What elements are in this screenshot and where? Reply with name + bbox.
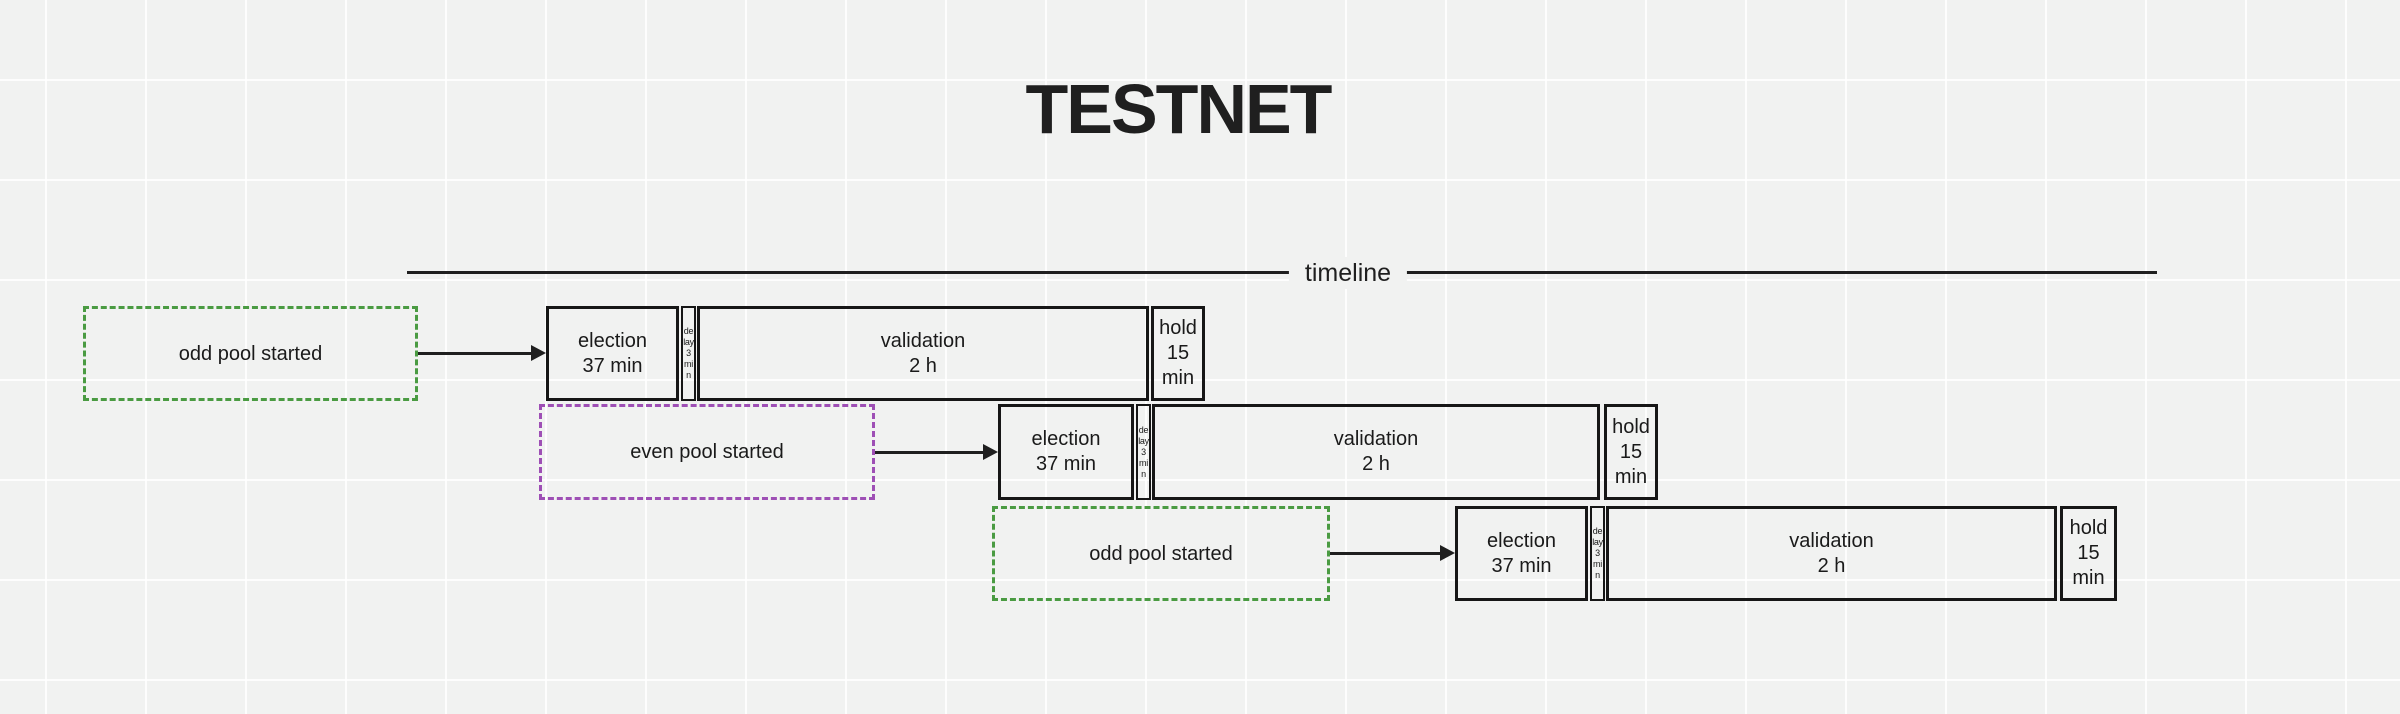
phase-election-row2: election 37 min (998, 404, 1134, 500)
phase-duration: 37 min (1491, 554, 1552, 577)
phase-title: delay 3 min (1138, 424, 1149, 479)
trigger-label: even pool started (630, 441, 784, 463)
phase-duration: 2 h (909, 354, 937, 377)
phase-title: hold (1612, 415, 1650, 438)
arrow-shaft (875, 450, 983, 454)
phase-delay-row3: delay 3 min (1590, 506, 1605, 601)
phase-title: validation (1789, 529, 1874, 552)
diagram-title: TESTNET (1025, 70, 1333, 148)
phase-hold-row2: hold 15 min (1604, 404, 1658, 500)
arrow-row3 (1330, 545, 1455, 561)
phase-delay-row2: delay 3 min (1136, 404, 1151, 500)
timeline-axis (407, 271, 2157, 274)
arrowhead-icon (531, 345, 546, 361)
phase-title: validation (1333, 428, 1419, 450)
phase-title: election (1487, 529, 1556, 552)
phase-hold-row1: hold 15 min (1151, 306, 1205, 401)
trigger-label: odd pool started (1089, 542, 1233, 565)
trigger-label: odd pool started (178, 342, 323, 365)
arrow-row2 (875, 444, 998, 460)
trigger-odd-pool-row1: odd pool started (83, 306, 418, 401)
phase-validation-row3: validation 2 h (1606, 506, 2057, 601)
phase-duration: 15 min (1161, 342, 1195, 389)
phase-validation-row2: validation 2 h (1152, 404, 1600, 500)
phase-title: hold (1159, 317, 1197, 339)
arrowhead-icon (1440, 545, 1455, 561)
phase-title: delay 3 min (1592, 526, 1603, 580)
phase-duration: 37 min (582, 354, 643, 377)
phase-duration: 15 min (1614, 440, 1648, 488)
timeline-label: timeline (1288, 257, 1408, 289)
trigger-even-pool-row2: even pool started (539, 404, 875, 500)
arrow-row1 (418, 345, 546, 361)
arrow-shaft (418, 351, 531, 355)
phase-election-row3: election 37 min (1455, 506, 1588, 601)
phase-title: delay 3 min (683, 326, 694, 380)
phase-duration: 15 min (2072, 542, 2105, 589)
arrowhead-icon (983, 444, 998, 460)
arrow-shaft (1330, 551, 1440, 555)
trigger-odd-pool-row3: odd pool started (992, 506, 1330, 601)
phase-title: hold (2069, 517, 2108, 539)
phase-delay-row1: delay 3 min (681, 306, 696, 401)
phase-election-row1: election 37 min (546, 306, 679, 401)
phase-duration: 37 min (1035, 453, 1097, 475)
phase-validation-row1: validation 2 h (697, 306, 1149, 401)
phase-title: election (1031, 428, 1101, 450)
phase-hold-row3: hold 15 min (2060, 506, 2117, 601)
phase-duration: 2 h (1817, 554, 1846, 577)
phase-duration: 2 h (1362, 453, 1390, 475)
phase-title: validation (880, 329, 966, 352)
phase-title: election (578, 329, 647, 352)
